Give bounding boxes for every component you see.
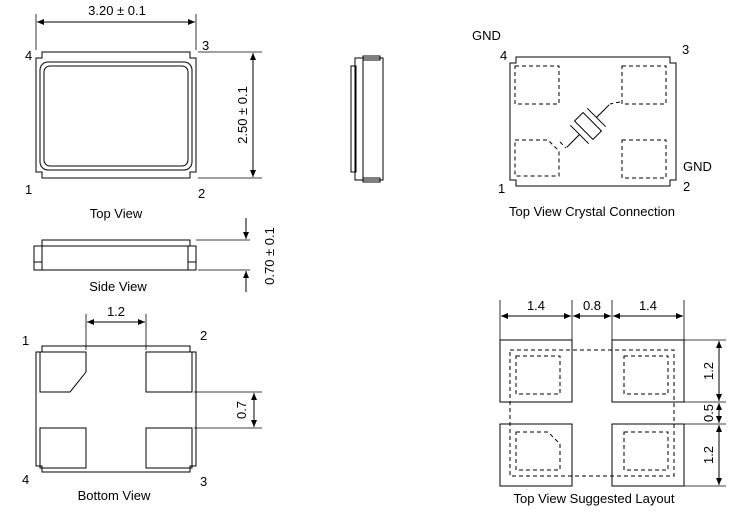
layout-dim-top: 1.2 [701, 362, 716, 380]
top-pin-2: 2 [198, 186, 205, 201]
layout-dim-bottom: 1.2 [701, 446, 716, 464]
pad-spacing-label: 1.2 [107, 304, 125, 319]
bottom-pad-2 [145, 351, 193, 393]
layout-dim-gap: 0.5 [701, 404, 716, 422]
end-view [350, 55, 384, 183]
height-dimension-label: 2.50 ± 0.1 [235, 86, 250, 144]
top-view-caption: Top View [90, 206, 143, 221]
bottom-view-caption: Bottom View [78, 488, 151, 503]
bottom-pad-4 [39, 427, 87, 469]
bottom-pin-1: 1 [22, 333, 29, 348]
layout-package-outline [509, 349, 675, 477]
layout-dim-right: 1.4 [639, 298, 657, 313]
top-pin-1: 1 [25, 182, 32, 197]
layout-view: 1.4 0.8 1.4 1.2 0.5 1.2 Top View Suggest… [499, 298, 726, 506]
layout-dim-left: 1.4 [527, 298, 545, 313]
bottom-view: 1.2 0.7 1 2 4 3 Bottom View [22, 304, 262, 503]
bottom-pin-4: 4 [22, 472, 29, 487]
conn-pin-3: 3 [682, 42, 689, 57]
layout-dim-mid: 0.8 [583, 298, 601, 313]
layout-view-caption: Top View Suggested Layout [514, 491, 675, 506]
top-pin-4: 4 [25, 48, 32, 63]
width-dimension-label: 3.20 ± 0.1 [88, 3, 146, 18]
land-pad-4 [499, 423, 573, 487]
bottom-pad-3 [145, 427, 193, 469]
connection-view: GND 4 3 GND 1 2 Top View Crystal Connect… [472, 28, 712, 219]
land-pad-2 [611, 339, 685, 403]
pad-height-label: 0.7 [234, 401, 249, 419]
land-pad-1 [499, 339, 573, 403]
gnd-label-bottom: GND [683, 159, 712, 174]
connection-view-caption: Top View Crystal Connection [509, 204, 675, 219]
land-pad-3 [611, 423, 685, 487]
bottom-pin-3: 3 [200, 474, 207, 489]
crystal-symbol [566, 104, 610, 148]
connection-package [509, 56, 677, 187]
side-view-caption: Side View [89, 279, 147, 294]
conn-pin-2: 2 [683, 179, 690, 194]
top-view: 3.20 ± 0.1 2.50 ± 0.1 4 3 1 2 Top View [25, 3, 262, 221]
top-pin-3: 3 [202, 38, 209, 53]
thickness-dimension-label: 0.70 ± 0.1 [262, 227, 277, 285]
gnd-label-top: GND [472, 28, 501, 43]
top-view-package [35, 51, 197, 179]
side-view: 0.70 ± 0.1 Side View [33, 218, 277, 294]
bottom-pad-1 [39, 351, 87, 393]
conn-pin-4: 4 [500, 48, 507, 63]
conn-pin-1: 1 [498, 181, 505, 196]
bottom-view-package [35, 345, 197, 473]
bottom-pin-2: 2 [200, 328, 207, 343]
